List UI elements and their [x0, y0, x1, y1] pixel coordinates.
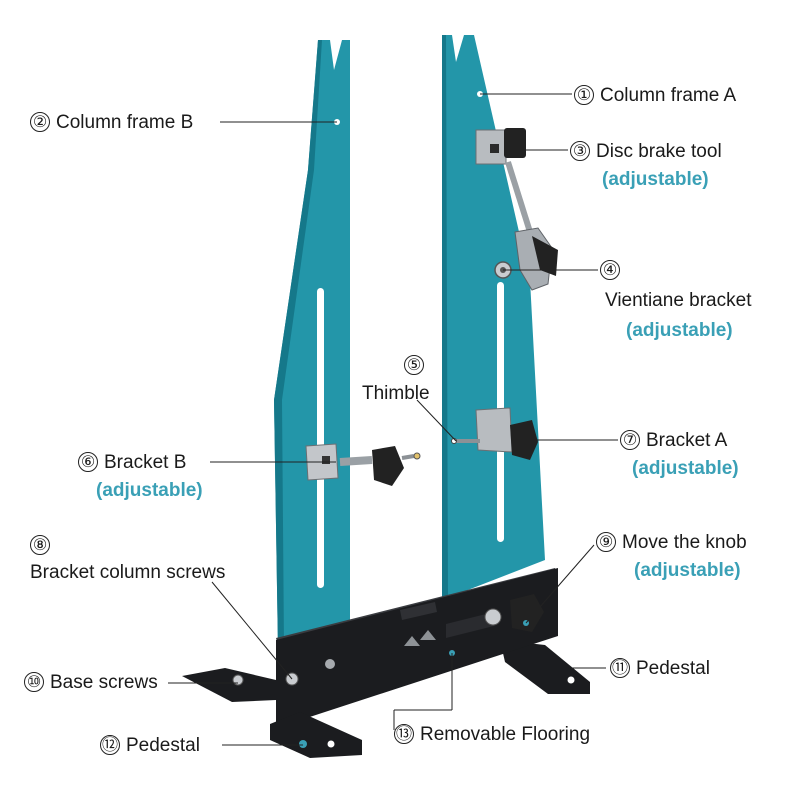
- move-the-knob-shape: [510, 594, 544, 632]
- callout-number-bracket-column-screws: ⑧: [30, 535, 56, 557]
- base-front: [276, 568, 558, 728]
- adjustable-vientiane-bracket: (adjustable): [626, 320, 733, 341]
- adjustable-bracket-b: (adjustable): [96, 480, 203, 501]
- base-screw-dot: [325, 659, 335, 669]
- adjustable-move-the-knob: (adjustable): [634, 560, 741, 581]
- base-slot: [446, 612, 494, 638]
- pedestal-left-shape: [182, 668, 276, 702]
- leader-lines: [168, 93, 618, 746]
- thimble-b: [401, 454, 415, 460]
- callout-vientiane-bracket: Vientiane bracket: [605, 290, 752, 311]
- pedestal-hole: [567, 676, 575, 684]
- callout-bracket-column-screws: Bracket column screws: [30, 562, 226, 583]
- removable-flooring-plate: [400, 602, 437, 620]
- callout-number-thimble: ⑤: [404, 355, 430, 377]
- adjustable-bracket-a: (adjustable): [632, 458, 739, 479]
- pedestal-right-shape: [500, 640, 590, 694]
- callout-number-vientiane-bracket: ④: [600, 260, 626, 282]
- adjustable-disc-brake-tool: (adjustable): [602, 169, 709, 190]
- bracket-a-block: [475, 407, 513, 453]
- disc-brake-clamp-hole: [490, 144, 499, 153]
- column-frame-b-shape: [274, 40, 350, 650]
- bracket-b-knob: [372, 446, 404, 486]
- column-b-slot: [317, 288, 324, 588]
- callout-thimble: Thimble: [362, 383, 430, 404]
- disc-brake-rod: [505, 161, 533, 233]
- disc-brake-knob: [504, 128, 526, 158]
- brand-logo-mark: [420, 630, 436, 640]
- column-frame-a-shape: [442, 35, 545, 600]
- bracket-b-screw: [339, 456, 373, 466]
- column-frame-a-edge: [442, 35, 448, 600]
- disc-brake-jaw-knob: [532, 236, 558, 276]
- pedestal-front-shape: [270, 712, 362, 758]
- column-frame-b-edge: [274, 40, 322, 650]
